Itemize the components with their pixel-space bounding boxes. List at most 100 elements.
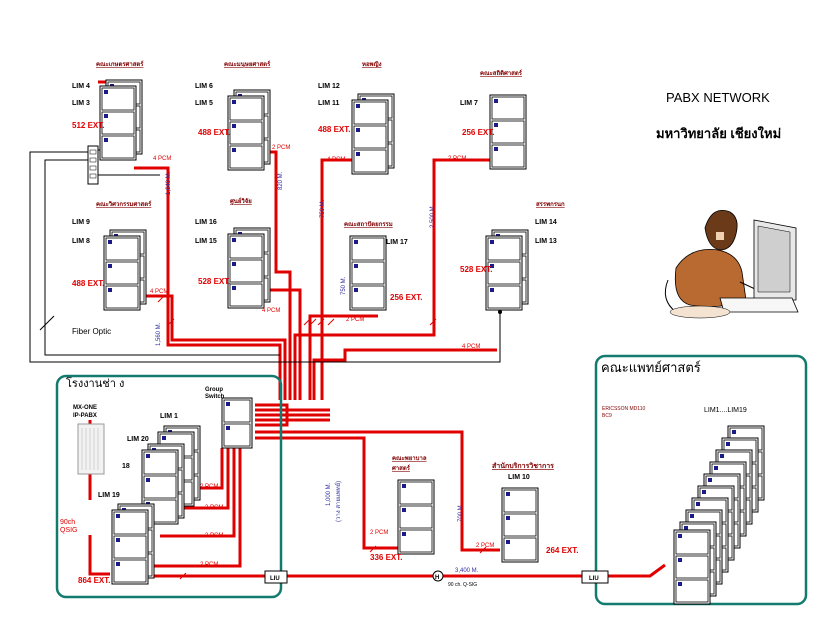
fiber-connector: [87, 145, 99, 185]
group-switch[interactable]: [221, 397, 253, 449]
svg-text:90ch: 90ch: [60, 519, 75, 526]
svg-text:2,500 M.: 2,500 M.: [430, 204, 436, 228]
svg-text:LIM 15: LIM 15: [195, 238, 217, 245]
link-labels: 4 PCM 2 PCM 4 PCM 2 PCM 4 PCM 4 PCM 2 PC…: [150, 145, 494, 588]
cabinet-13-14[interactable]: สรรพกรนก LIM 14 LIM 13 528 EXT.: [460, 201, 565, 310]
title-line2: มหาวิทยาลัย เชียงใหม่: [656, 125, 781, 141]
workshop-zone: [55, 374, 283, 599]
cabinet-agriculture[interactable]: คณะเกษตรศาสตร์ LIM 4 LIM 3 512 EXT.: [72, 60, 144, 160]
svg-text:2 PCM: 2 PCM: [200, 484, 218, 490]
svg-text:700 M.: 700 M.: [458, 503, 464, 522]
workshop-ext: 864 EXT.: [78, 576, 110, 585]
fiber-lines: [29, 149, 502, 363]
cabinet-lim20[interactable]: LIM 20 18: [122, 436, 184, 524]
svg-text:256 EXT.: 256 EXT.: [390, 293, 422, 302]
medicine-cabinet-stack[interactable]: [673, 425, 765, 605]
svg-text:LIM 16: LIM 16: [195, 219, 217, 226]
cabinet-academic-service[interactable]: สำนักบริการวิชาการ LIM 10 264 EXT.: [492, 462, 578, 563]
liu-right[interactable]: LIU: [581, 570, 609, 584]
svg-text:4 PCM: 4 PCM: [327, 157, 345, 163]
svg-text:2 PCM: 2 PCM: [205, 505, 223, 511]
cabinet-lim1[interactable]: LIM 1: [158, 413, 200, 506]
svg-text:18: 18: [122, 463, 130, 470]
svg-text:488 EXT.: 488 EXT.: [318, 125, 350, 134]
svg-text:IP-PABX: IP-PABX: [73, 413, 97, 419]
svg-text:LIM 14: LIM 14: [535, 219, 557, 226]
svg-text:264 EXT.: 264 EXT.: [546, 546, 578, 555]
svg-text:512 EXT.: 512 EXT.: [72, 121, 104, 130]
svg-text:LIM 17: LIM 17: [386, 239, 408, 246]
svg-text:820 M.: 820 M.: [278, 171, 284, 190]
svg-text:คณะวิศวกรรมศาสตร์: คณะวิศวกรรมศาสตร์: [96, 200, 152, 208]
svg-text:LIM 7: LIM 7: [460, 100, 478, 107]
cabinet-womens-dorm[interactable]: หอพญิง LIM 12 LIM 11 488 EXT.: [318, 60, 394, 174]
svg-text:LIM 6: LIM 6: [195, 83, 213, 90]
svg-text:256 EXT.: 256 EXT.: [462, 128, 494, 137]
ip-pabx-rack[interactable]: [77, 423, 105, 475]
svg-text:4 PCM: 4 PCM: [150, 289, 168, 295]
repeater-node: H: [432, 570, 444, 582]
svg-text:2 PCM: 2 PCM: [346, 317, 364, 323]
svg-text:คณะพยาบาล: คณะพยาบาล: [392, 455, 427, 462]
svg-text:528 EXT.: 528 EXT.: [460, 265, 492, 274]
svg-text:ERICSSON MD110: ERICSSON MD110: [602, 406, 645, 412]
workshop-label: โรงงานช่า ง: [66, 376, 124, 390]
cabinet-engineering[interactable]: คณะวิศวกรรมศาสตร์ LIM 9 LIM 8 488 EXT.: [72, 200, 152, 310]
fiber-optic-label: Fiber Optic: [72, 327, 111, 336]
cabinet-research-center[interactable]: ศูนย์วิจัย LIM 16 LIM 15 528 EXT.: [195, 197, 270, 308]
svg-text:1,640 M.: 1,640 M.: [166, 171, 172, 195]
svg-text:2 PCM: 2 PCM: [272, 145, 290, 151]
svg-text:ศาสตร์: ศาสตร์: [392, 464, 411, 472]
svg-text:Switch: Switch: [205, 394, 225, 400]
cabinet-architecture[interactable]: คณะสถาปัตยกรรม LIM 17 256 EXT.: [344, 220, 422, 311]
svg-text:LIM 9: LIM 9: [72, 219, 90, 226]
svg-text:คณะมนุษยศาสตร์: คณะมนุษยศาสตร์: [224, 60, 271, 68]
svg-text:หอพญิง: หอพญิง: [362, 60, 382, 68]
svg-text:LIM 1: LIM 1: [160, 413, 178, 420]
svg-text:ศูนย์วิจัย: ศูนย์วิจัย: [230, 197, 252, 206]
svg-text:LIM 5: LIM 5: [195, 100, 213, 107]
cabinet-statistics[interactable]: คณะสถิติศาสตร์ LIM 7 256 EXT.: [460, 69, 527, 170]
svg-text:528 EXT.: 528 EXT.: [198, 277, 230, 286]
svg-text:2 PCM: 2 PCM: [200, 562, 218, 568]
svg-text:336 EXT.: 336 EXT.: [370, 553, 402, 562]
liu-left[interactable]: LIU: [264, 570, 288, 584]
operator-illustration: [664, 209, 799, 319]
svg-text:LIM 11: LIM 11: [318, 100, 340, 107]
svg-text:BC9: BC9: [602, 413, 612, 419]
svg-text:90 ch. Q-SIG: 90 ch. Q-SIG: [448, 582, 477, 588]
medicine-lims: LIM1....LIM19: [704, 407, 747, 414]
svg-text:Group: Group: [205, 387, 223, 393]
cabinet-humanities[interactable]: คณะมนุษยศาสตร์ LIM 6 LIM 5 488 EXT.: [195, 60, 271, 170]
svg-text:1,000 M.: 1,000 M.: [326, 482, 332, 506]
pcm-links: [88, 80, 666, 578]
cabinet-nursing[interactable]: คณะพยาบาล ศาสตร์ 336 EXT.: [370, 455, 435, 562]
svg-text:LIM 19: LIM 19: [98, 492, 120, 499]
svg-text:สำนักบริการวิชาการ: สำนักบริการวิชาการ: [492, 462, 554, 470]
svg-text:คณะสถิติศาสตร์: คณะสถิติศาสตร์: [480, 69, 523, 77]
svg-text:LIM 10: LIM 10: [508, 474, 530, 481]
svg-text:2 PCM: 2 PCM: [205, 533, 223, 539]
link-slashes: [157, 295, 487, 580]
svg-text:LIM 13: LIM 13: [535, 238, 557, 245]
svg-text:750 M.: 750 M.: [341, 276, 347, 295]
svg-text:QSIG: QSIG: [60, 527, 78, 534]
svg-text:488 EXT.: 488 EXT.: [72, 279, 104, 288]
svg-text:คณะสถาปัตยกรรม: คณะสถาปัตยกรรม: [344, 220, 393, 228]
svg-text:3,400 M.: 3,400 M.: [455, 568, 479, 574]
svg-text:2 PCM: 2 PCM: [448, 156, 466, 162]
cabinet-lim19[interactable]: LIM 19: [98, 492, 154, 584]
svg-text:2 PCM: 2 PCM: [476, 543, 494, 549]
svg-text:LIM 12: LIM 12: [318, 83, 340, 90]
cabinet-name: คณะเกษตรศาสตร์: [96, 60, 144, 68]
svg-text:750 M.: 750 M.: [320, 199, 326, 218]
svg-text:4 PCM: 4 PCM: [262, 308, 280, 314]
svg-text:สรรพกรนก: สรรพกรนก: [536, 201, 565, 208]
svg-text:1,560 M.: 1,560 M.: [156, 322, 162, 346]
svg-text:MX-ONE: MX-ONE: [73, 405, 97, 411]
svg-text:LIU: LIU: [270, 576, 280, 582]
svg-text:LIM 8: LIM 8: [72, 238, 90, 245]
medicine-label: คณะแพทย์ศาสตร์: [601, 360, 701, 375]
svg-text:LIM 3: LIM 3: [72, 100, 90, 107]
